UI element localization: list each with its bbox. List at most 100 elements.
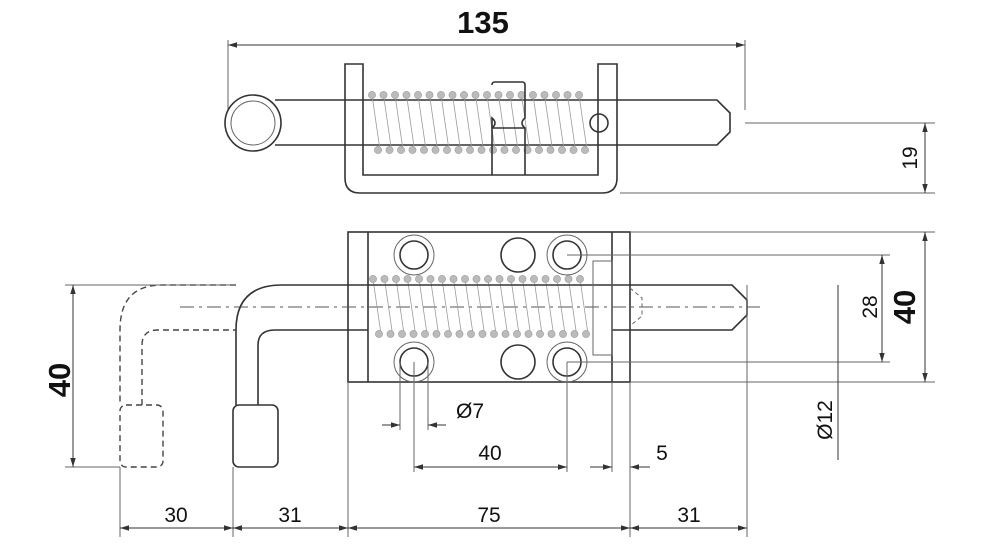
lock-hole	[589, 113, 609, 133]
dim-hole-spacing-vertical: 28	[859, 295, 882, 318]
spring-coil-section	[472, 275, 481, 283]
spring-coil-section	[552, 91, 560, 99]
spring-coil-section	[467, 330, 475, 338]
spring-coil	[555, 94, 565, 151]
spring-coil-section	[564, 275, 573, 283]
spring-coil	[579, 278, 589, 335]
spring-coil-section	[495, 275, 504, 283]
spring-coil-section	[535, 146, 543, 154]
dim-pin-height: 19	[899, 146, 922, 169]
dim-pin-protrusion: 31	[677, 504, 700, 527]
spring-coil-section	[546, 146, 555, 154]
spring-coil-section	[575, 91, 583, 99]
spring-coil	[521, 94, 530, 151]
spring-coil	[533, 278, 543, 335]
spring-coil-section	[524, 330, 533, 338]
spring-coil-section	[420, 146, 428, 154]
pin	[275, 99, 731, 146]
spring-coil-section	[392, 275, 400, 283]
spring-coil-section	[483, 91, 491, 99]
dim-hole-diameter: Ø7	[456, 400, 484, 423]
spring-coil	[417, 94, 427, 151]
spring-coil-section	[536, 330, 544, 338]
spring-coil-section	[455, 330, 464, 338]
spring-coil-section	[500, 146, 509, 154]
spring-coil-section	[414, 91, 422, 99]
spring-coil-section	[415, 275, 423, 283]
spring-coil-section	[569, 146, 578, 154]
dim-handle-swing: 30	[164, 504, 187, 527]
spring-coil-section	[408, 146, 417, 154]
spring-coil-section	[460, 91, 468, 99]
dim-bracket-offset: 5	[656, 442, 668, 465]
spring-coil-section	[540, 91, 549, 99]
spring-coil	[371, 94, 381, 151]
spring	[368, 91, 589, 154]
dim-block-length: 75	[477, 504, 500, 527]
spring-coil-section	[398, 330, 406, 338]
spring	[369, 275, 590, 338]
spring-coil-section	[477, 146, 486, 154]
spring-coil	[544, 94, 553, 151]
spring-coil-section	[397, 146, 405, 154]
dim-block-height: 40	[887, 290, 922, 324]
top-view: 135 19	[224, 5, 935, 194]
spring-coil-section	[553, 275, 561, 283]
spring-coil-section	[576, 275, 584, 283]
spring-coil-section	[490, 330, 498, 338]
spring-coil	[406, 94, 415, 151]
spring-coil	[452, 94, 461, 151]
spring-coil	[568, 278, 577, 335]
pull-ring	[224, 94, 282, 152]
spring-coil-section	[443, 146, 451, 154]
dim-handle-travel: 40	[42, 363, 77, 397]
dim-handle-offset: 31	[278, 504, 301, 527]
spring-coil-section	[512, 146, 520, 154]
dim-pin-diameter: Ø12	[814, 400, 837, 440]
spring-coil	[440, 94, 450, 151]
spring-coil-section	[444, 330, 452, 338]
spring-coil-section	[380, 275, 389, 283]
spring-coil-section	[402, 91, 411, 99]
dim-overall-length: 135	[457, 5, 509, 40]
spring-coil	[464, 278, 474, 335]
spring-coil	[395, 278, 405, 335]
spring-coil-section	[559, 330, 567, 338]
spring-coil-section	[582, 330, 590, 338]
spring-coil-section	[547, 330, 556, 338]
spring-coil-section	[501, 330, 510, 338]
spring-coil	[509, 94, 519, 151]
spring-coil-section	[570, 330, 579, 338]
spring-coil	[556, 278, 566, 335]
handle-grip-ghost	[119, 404, 164, 468]
spring-coil-section	[374, 146, 382, 154]
spring-coil-section	[379, 91, 388, 99]
spring-coil-section	[461, 275, 469, 283]
spring-coil-section	[530, 275, 538, 283]
spring-coil	[441, 278, 451, 335]
front-view: 40 28 40 Ø12 Ø7 40 5 30 31 75 31	[42, 231, 935, 537]
spring-coil	[522, 278, 531, 335]
spring-coil-section	[391, 91, 399, 99]
handle-grip	[232, 404, 279, 468]
spring-coil-section	[385, 146, 394, 154]
spring-coil-section	[478, 330, 487, 338]
spring-coil-section	[403, 275, 412, 283]
handle-ghost	[119, 284, 236, 405]
spring-coil	[510, 278, 520, 335]
spring-coil-section	[466, 146, 474, 154]
spring-coil	[372, 278, 382, 335]
spring-coil-section	[506, 91, 514, 99]
spring-coil	[486, 94, 496, 151]
spring-coil	[418, 278, 428, 335]
spring-coil-section	[513, 330, 521, 338]
spring-coil-section	[517, 91, 526, 99]
spring-coil-section	[386, 330, 395, 338]
spring-coil-section	[558, 146, 566, 154]
spring-coil-section	[529, 91, 537, 99]
u-bracket	[344, 63, 618, 194]
spring-coil-section	[454, 146, 463, 154]
spring-coil	[487, 278, 497, 335]
spring-coil-section	[368, 91, 376, 99]
